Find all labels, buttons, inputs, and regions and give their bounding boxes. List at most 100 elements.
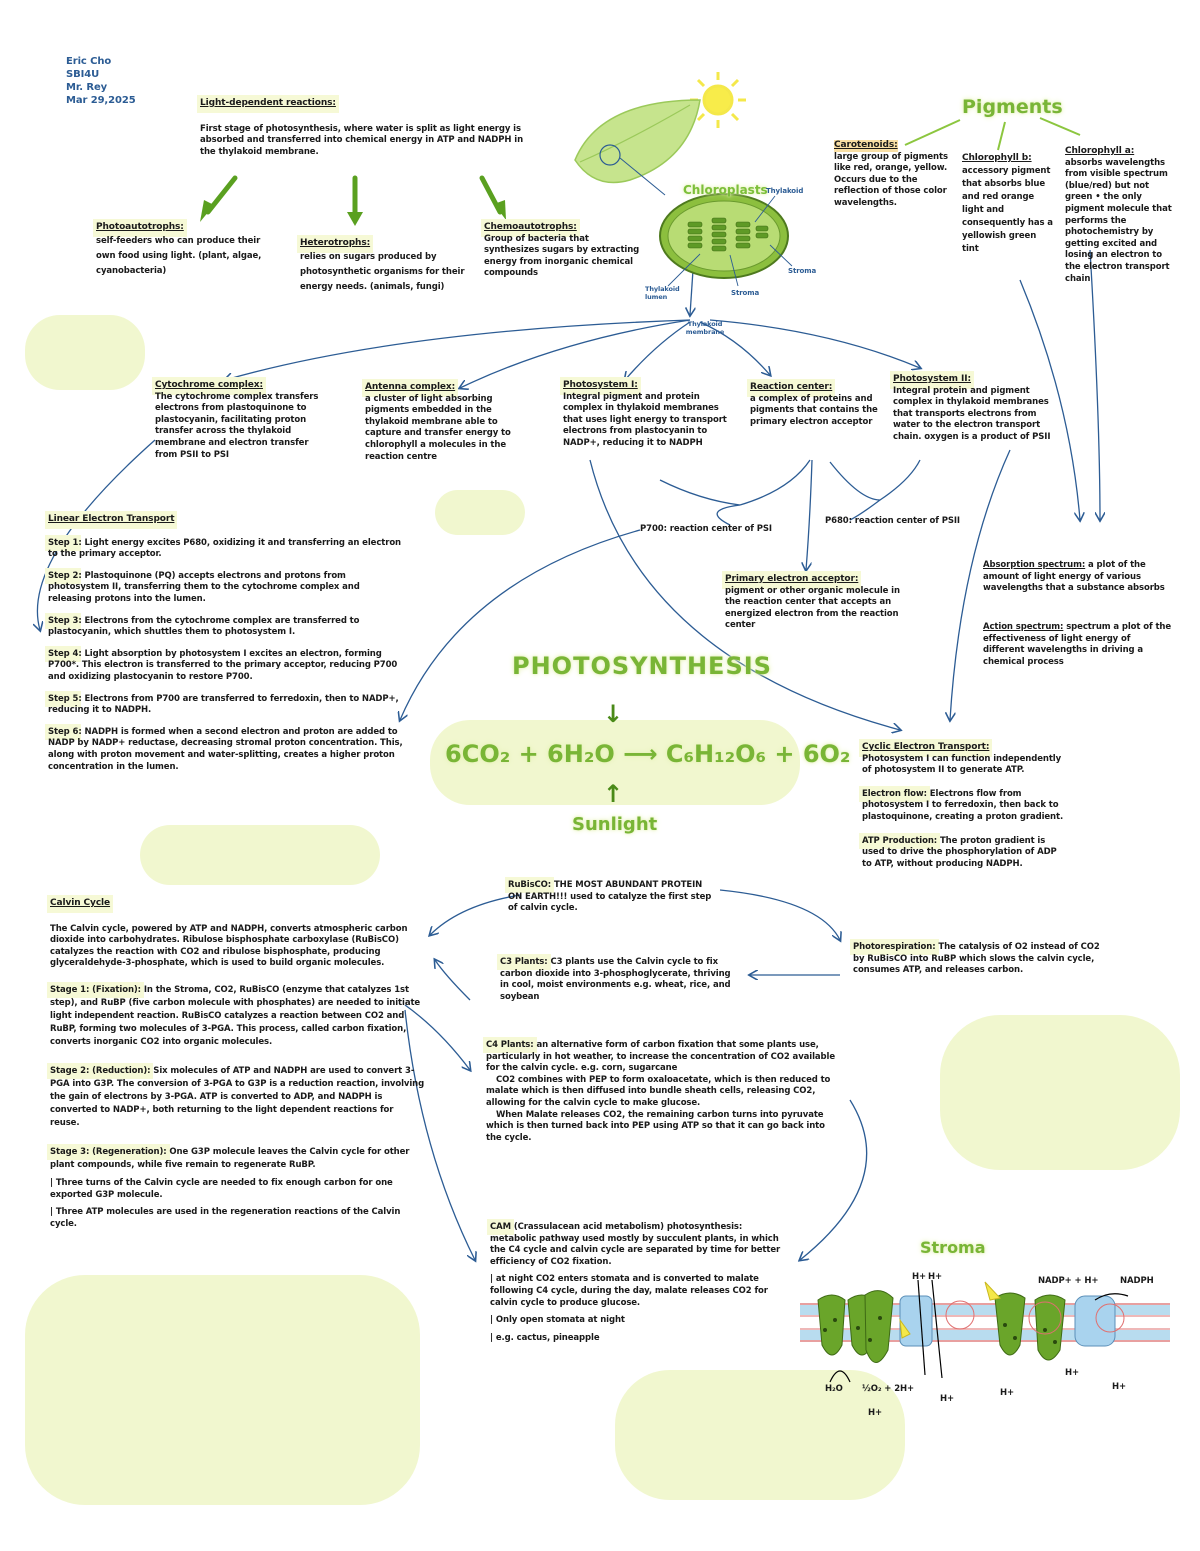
photoautotrophs-section: Photoautotrophs: self-feeders who can pr…	[96, 222, 281, 279]
photosynthesis-equation: 6CO₂ + 6H₂O ⟶ C₆H₁₂O₆ + 6O₂	[445, 740, 850, 768]
c4-plants-title: C4 Plants:	[486, 1040, 534, 1050]
stage-3-title: Stage 3: (Regeneration):	[50, 1147, 167, 1157]
cytochrome-section: Cytochrome complex: The cytochrome compl…	[155, 380, 330, 461]
leaf-icon	[575, 100, 700, 195]
reaction-center-section: Reaction center: a complex of proteins a…	[750, 382, 885, 428]
calvin-cycle-title: Calvin Cycle	[50, 898, 110, 910]
proton-label: H+	[912, 1272, 926, 1284]
chloroplast-title: Chloroplasts	[683, 183, 768, 197]
step-label: Step 6	[48, 727, 78, 737]
c4-plants-text: C4 Plants: an alternative form of carbon…	[486, 1040, 836, 1075]
proton-label: H+	[868, 1408, 882, 1420]
nadph-label: NADPH	[1120, 1276, 1154, 1288]
cam-bullet: | e.g. cactus, pineapple	[490, 1333, 790, 1345]
p680-label: P680: reaction center of PSII	[825, 516, 960, 528]
reaction-center-title: Reaction center:	[750, 382, 832, 394]
c4-plants-p2: CO2 combines with PEP to form oxaloaceta…	[486, 1075, 836, 1110]
oxygen-label: ½O₂ + 2H+	[862, 1384, 914, 1396]
cyclic-atp-title: ATP Production:	[862, 836, 937, 846]
step-text: : NADPH is formed when a second electron…	[48, 727, 403, 772]
c3-plants-title: C3 Plants:	[500, 957, 548, 967]
chloroplast-diagram	[660, 194, 792, 286]
student-header: Eric Cho SBI4U Mr. Rey Mar 29,2025	[66, 55, 136, 107]
pigments-title: Pigments	[962, 96, 1063, 118]
step-label: Step 2	[48, 571, 78, 581]
c3-plants-section: C3 Plants: C3 plants use the Calvin cycl…	[500, 957, 735, 1003]
step-label: Step 3	[48, 616, 78, 626]
chlorophyll-a-title: Chlorophyll a:	[1065, 146, 1177, 158]
light-dependent-text: First stage of photosynthesis, where wat…	[200, 124, 540, 159]
linear-transport-title: Linear Electron Transport	[48, 514, 174, 526]
label-thylakoid: Thylakoid	[766, 186, 803, 198]
primary-acceptor-section: Primary electron acceptor: pigment or ot…	[725, 574, 910, 632]
stage-2-title: Stage 2: (Reduction):	[50, 1066, 150, 1076]
cyclic-flow-title: Electron flow:	[862, 789, 927, 799]
student-name: Eric Cho	[66, 55, 136, 68]
action-spectrum-text: Action spectrum: spectrum a plot of the …	[983, 622, 1173, 668]
absorption-spectrum-title: Absorption spectrum:	[983, 560, 1085, 570]
calvin-stage-2: Stage 2: (Reduction): Six molecules of A…	[50, 1065, 425, 1130]
linear-transport-section: Linear Electron Transport Step 1: Light …	[48, 514, 403, 773]
step-label: Step 1	[48, 538, 78, 548]
label-stroma-bottom: Stroma	[731, 288, 759, 300]
carotenoids-section: Carotenoids: large group of pigments lik…	[834, 140, 949, 210]
label-stroma-right: Stroma	[788, 266, 816, 278]
cyclic-atp: ATP Production: The proton gradient is u…	[862, 836, 1067, 871]
action-spectrum-section: Action spectrum: spectrum a plot of the …	[983, 622, 1173, 668]
antenna-title: Antenna complex:	[365, 382, 455, 394]
photosystem-2-section: Photosystem II: Integral protein and pig…	[893, 374, 1063, 444]
linear-step: Step 1: Light energy excites P680, oxidi…	[48, 538, 403, 561]
linear-step: Step 3: Electrons from the cytochrome co…	[48, 616, 403, 639]
sunlight-label: Sunlight	[572, 814, 657, 835]
photosystem-2-text: Integral protein and pigment complex in …	[893, 386, 1063, 444]
teacher-name: Mr. Rey	[66, 81, 136, 94]
carotenoids-title: Carotenoids:	[834, 140, 898, 152]
cyclic-transport-title: Cyclic Electron Transport:	[862, 742, 989, 754]
absorption-spectrum-section: Absorption spectrum: a plot of the amoun…	[983, 560, 1173, 595]
cytochrome-title: Cytochrome complex:	[155, 380, 263, 392]
action-spectrum-title: Action spectrum:	[983, 622, 1063, 632]
up-arrow-icon: ↑	[603, 780, 623, 808]
linear-step: Step 6: NADPH is formed when a second el…	[48, 727, 403, 773]
chlorophyll-a-text: absorbs wavelengths from visible spectru…	[1065, 158, 1177, 286]
photosystem-2-title: Photosystem II:	[893, 374, 971, 386]
photosystem-1-text: Integral pigment and protein complex in …	[563, 392, 733, 450]
label-thylakoid-membrane: Thylakoid membrane	[675, 320, 735, 336]
stage-1-title: Stage 1: (Fixation):	[50, 985, 141, 995]
stroma-title: Stroma	[920, 1238, 986, 1257]
calvin-stage-3: Stage 3: (Regeneration): One G3P molecul…	[50, 1146, 425, 1172]
cam-bullet: | Only open stomata at night	[490, 1315, 790, 1327]
photorespiration-text: Photorespiration: The catalysis of O2 in…	[853, 942, 1103, 977]
calvin-intro: The Calvin cycle, powered by ATP and NAD…	[50, 924, 425, 970]
photorespiration-title: Photorespiration:	[853, 942, 936, 952]
chlorophyll-b-title: Chlorophyll b:	[962, 153, 1054, 165]
proton-label: H+	[1112, 1382, 1126, 1394]
submission-date: Mar 29,2025	[66, 94, 136, 107]
linear-step: Step 4: Light absorption by photosystem …	[48, 649, 403, 684]
thylakoid-membrane-diagram	[800, 1280, 1170, 1382]
cyclic-transport-section: Cyclic Electron Transport: Photosystem I…	[862, 742, 1067, 870]
light-dependent-section: Light-dependent reactions: First stage o…	[200, 98, 540, 158]
photoautotrophs-title: Photoautotrophs:	[96, 222, 184, 234]
photosystem-1-title: Photosystem I:	[563, 380, 638, 392]
c3-plants-text: C3 Plants: C3 plants use the Calvin cycl…	[500, 957, 735, 1003]
rubisco-section: RuBisCO: THE MOST ABUNDANT PROTEIN ON EA…	[508, 880, 718, 915]
chlorophyll-b-section: Chlorophyll b: accessory pigment that ab…	[962, 153, 1054, 256]
step-label: Step 5	[48, 694, 78, 704]
reaction-center-text: a complex of proteins and pigments that …	[750, 394, 885, 429]
step-text: : Electrons from the cytochrome complex …	[48, 616, 359, 638]
step-text: : Light energy excites P680, oxidizing i…	[48, 538, 401, 560]
photosystem-1-section: Photosystem I: Integral pigment and prot…	[563, 380, 733, 450]
proton-label: H+	[1000, 1388, 1014, 1400]
carotenoids-text: large group of pigments like red, orange…	[834, 152, 949, 210]
photosynthesis-title: PHOTOSYNTHESIS	[512, 652, 772, 680]
cyclic-intro: Photosystem I can function independently…	[862, 754, 1067, 777]
chlorophyll-b-text: accessory pigment that absorbs blue and …	[962, 165, 1054, 256]
antenna-text: a cluster of light absorbing pigments em…	[365, 394, 530, 464]
heterotrophs-section: Heterotrophs: relies on sugars produced …	[300, 238, 478, 295]
water-label: H₂O	[825, 1384, 843, 1396]
antenna-section: Antenna complex: a cluster of light abso…	[365, 382, 530, 463]
nadp-label: NADP+ + H+	[1038, 1276, 1098, 1288]
photorespiration-section: Photorespiration: The catalysis of O2 in…	[853, 942, 1103, 977]
primary-acceptor-text: pigment or other organic molecule in the…	[725, 586, 910, 632]
